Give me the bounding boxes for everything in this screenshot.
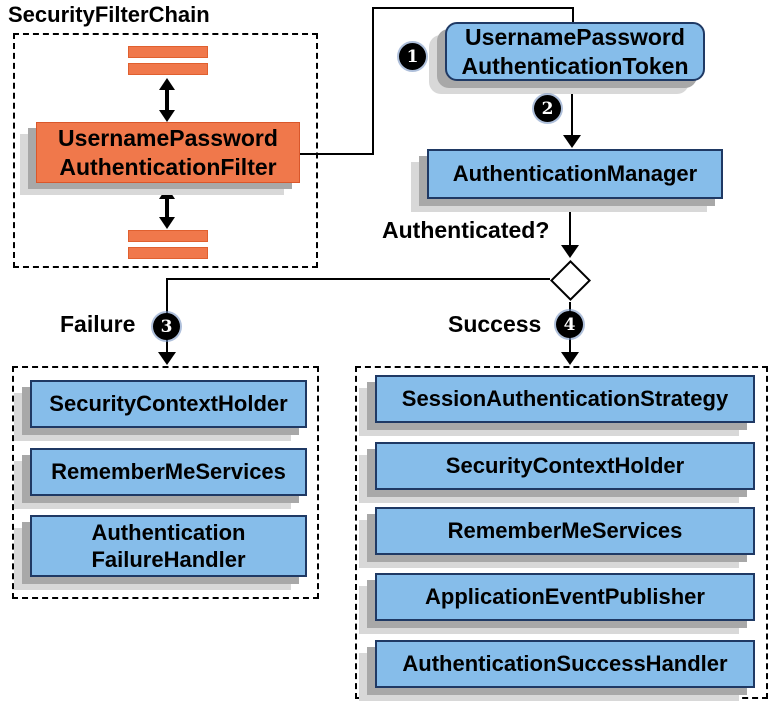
failure-handlers-box: [12, 366, 319, 599]
success-handler-node: RememberMeServices: [375, 507, 755, 555]
step-1-badge: 1: [399, 43, 426, 70]
bidirectional-arrow-shaft: [165, 196, 169, 220]
down-arrowhead-icon: [158, 352, 176, 365]
down-arrowhead-icon: [159, 110, 175, 122]
connector-segment: [372, 7, 374, 155]
step-2-badge: 2: [534, 95, 561, 122]
arrow-shaft: [569, 199, 571, 246]
connector-segment: [572, 9, 574, 23]
filter-bar: [128, 63, 208, 75]
filter-bar: [128, 247, 208, 259]
failure-handler-node: SecurityContextHolder: [30, 380, 307, 428]
authentication-manager-node: AuthenticationManager: [427, 149, 723, 199]
failure-branch-line: [166, 278, 550, 280]
failure-handler-node: Authentication FailureHandler: [30, 515, 307, 577]
down-arrowhead-icon: [159, 217, 175, 229]
filter-bar: [128, 230, 208, 242]
failure-label: Failure: [60, 311, 136, 337]
success-handler-node: SessionAuthenticationStrategy: [375, 375, 755, 423]
connector-segment: [300, 153, 373, 155]
security-filter-chain-box: [13, 33, 318, 268]
decision-diamond: [549, 259, 592, 302]
failure-handler-node: RememberMeServices: [30, 448, 307, 496]
success-handler-node: AuthenticationSuccessHandler: [375, 640, 755, 688]
arrow-shaft: [571, 81, 573, 136]
username-password-authentication-token-node: UsernamePassword AuthenticationToken: [445, 22, 705, 81]
connector-segment: [372, 7, 574, 9]
authenticated-question-label: Authenticated?: [382, 217, 550, 243]
step-4-badge: 4: [556, 311, 583, 338]
step-3-badge: 3: [153, 313, 180, 340]
security-filter-chain-title: SecurityFilterChain: [8, 2, 210, 27]
success-handler-node: SecurityContextHolder: [375, 442, 755, 490]
up-arrowhead-icon: [159, 78, 175, 90]
bidirectional-arrow-shaft: [165, 87, 169, 113]
filter-bar: [128, 46, 208, 58]
down-arrowhead-icon: [561, 352, 579, 365]
username-password-authentication-filter-node: UsernamePassword AuthenticationFilter: [36, 122, 300, 183]
down-arrowhead-icon: [561, 245, 579, 258]
down-arrowhead-icon: [563, 135, 581, 148]
success-label: Success: [448, 311, 542, 337]
up-arrowhead-icon: [159, 187, 175, 199]
success-handler-node: ApplicationEventPublisher: [375, 573, 755, 621]
success-handlers-box: [355, 366, 768, 699]
